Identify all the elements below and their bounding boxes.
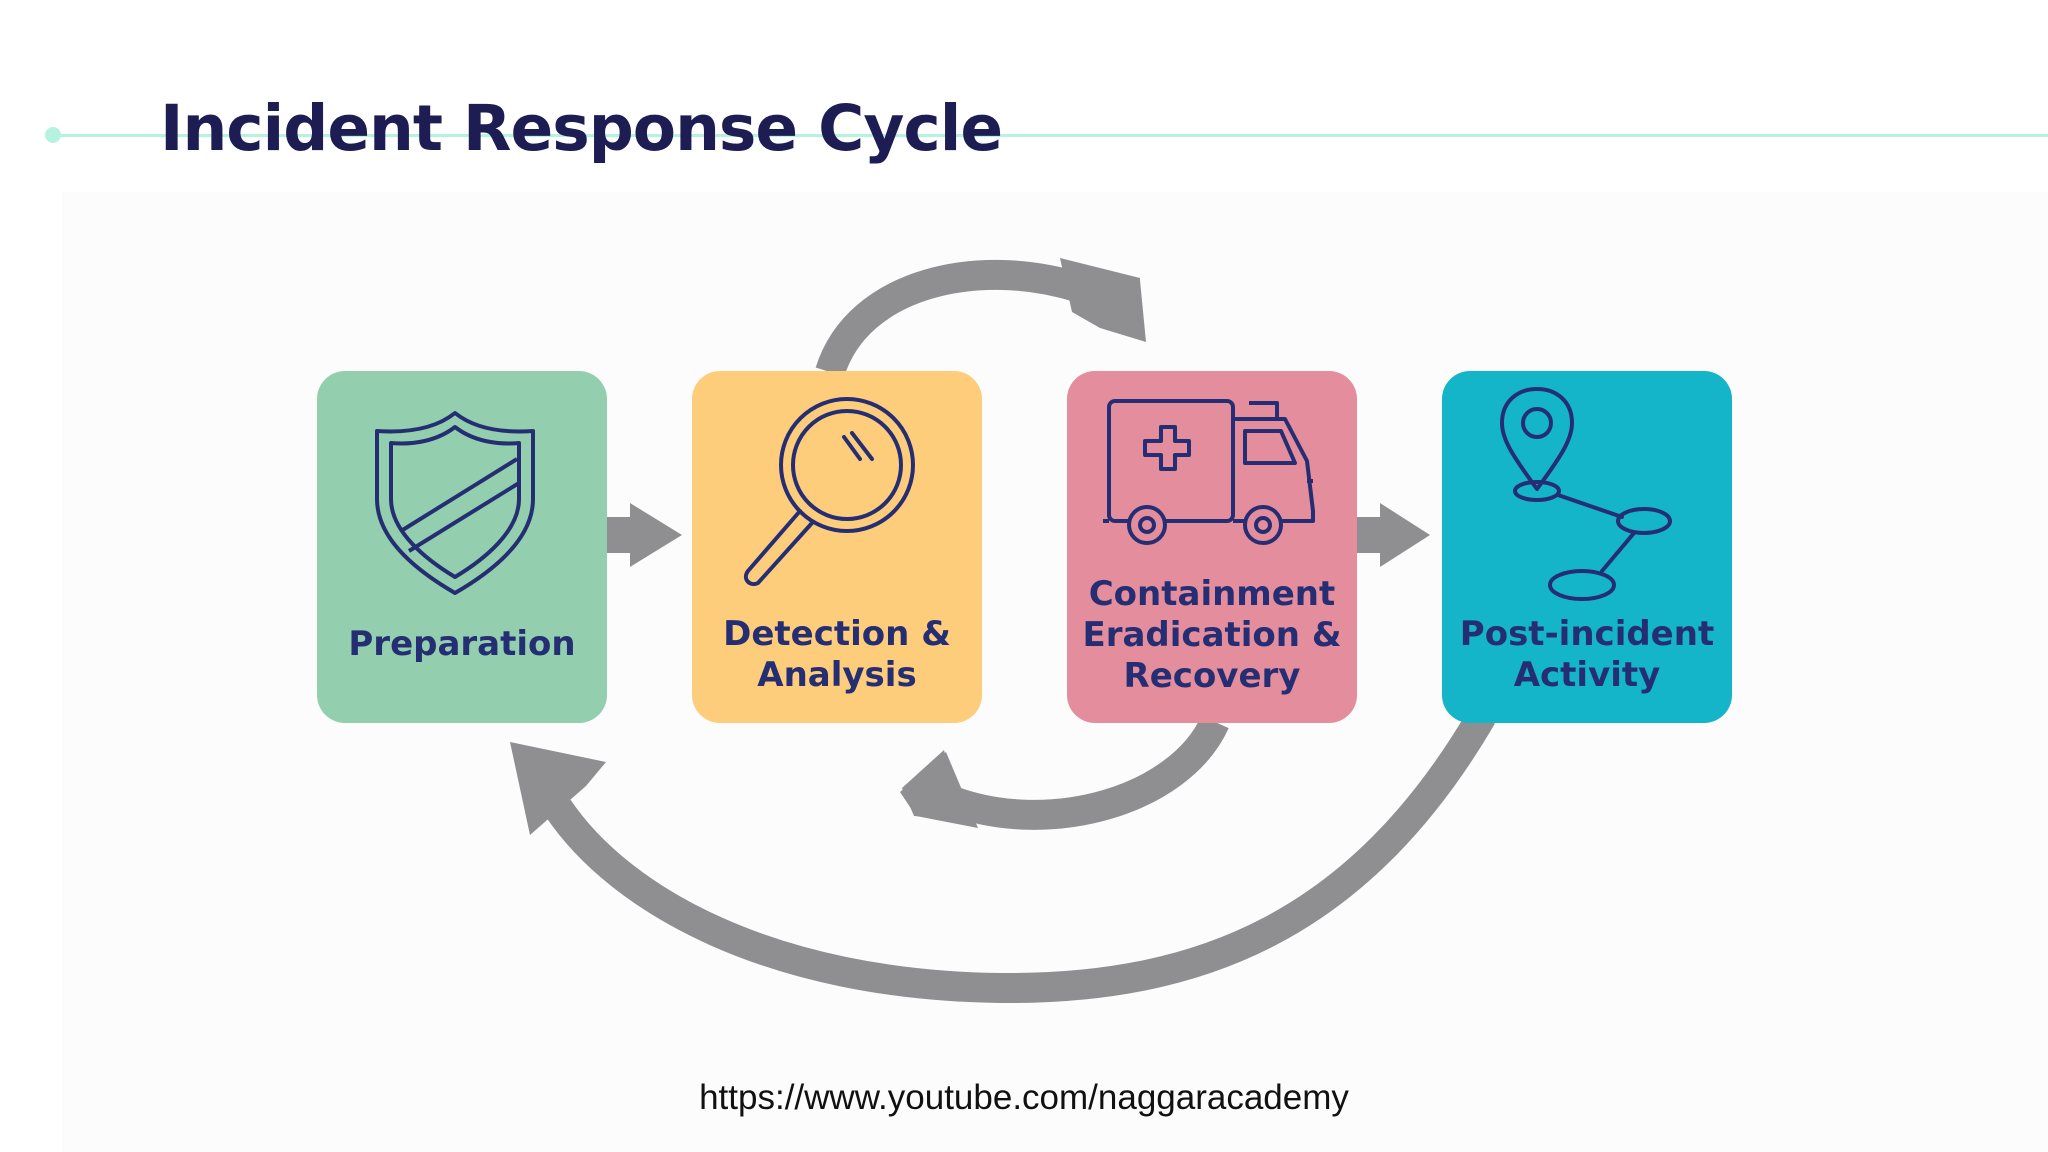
phase-label: Preparation [317, 624, 607, 665]
title-accent-dot [45, 127, 61, 143]
route-pin-icon [1500, 387, 1672, 601]
magnifying-glass-icon [743, 397, 915, 586]
title-accent-line [54, 134, 2048, 137]
phase-label-line: Recovery [1123, 656, 1301, 696]
phase-card-containment-eradication-recovery: Containment Eradication & Recovery [1067, 371, 1357, 723]
phase-label: Detection & Analysis [692, 614, 982, 696]
phase-card-post-incident-activity: Post-incident Activity [1442, 371, 1732, 723]
phase-label-line: Preparation [348, 624, 576, 664]
arrow-post-incident-to-preparation-arc [510, 708, 1495, 1004]
phase-card-preparation: Preparation [317, 371, 607, 723]
slide-title: Incident Response Cycle [160, 92, 1003, 165]
footer-url: https://www.youtube.com/naggaracademy [699, 1078, 1349, 1117]
arrow-containment-to-post-incident [1354, 503, 1430, 567]
phase-label-line: Eradication & [1082, 615, 1342, 655]
phase-label-line: Analysis [757, 655, 917, 695]
phase-label-line: Containment [1088, 574, 1336, 614]
shield-icon [375, 411, 535, 595]
phase-card-detection-analysis: Detection & Analysis [692, 371, 982, 723]
phase-label: Post-incident Activity [1442, 614, 1732, 696]
arrow-preparation-to-detection [604, 503, 682, 567]
ambulance-icon [1103, 399, 1315, 545]
arrow-containment-to-detection-arc [900, 715, 1229, 830]
phase-label: Containment Eradication & Recovery [1067, 574, 1357, 697]
phase-label-line: Post-incident [1459, 614, 1715, 654]
phase-label-line: Activity [1513, 655, 1661, 695]
phase-label-line: Detection & [723, 614, 951, 654]
arrow-detection-to-containment-arc [815, 258, 1146, 378]
